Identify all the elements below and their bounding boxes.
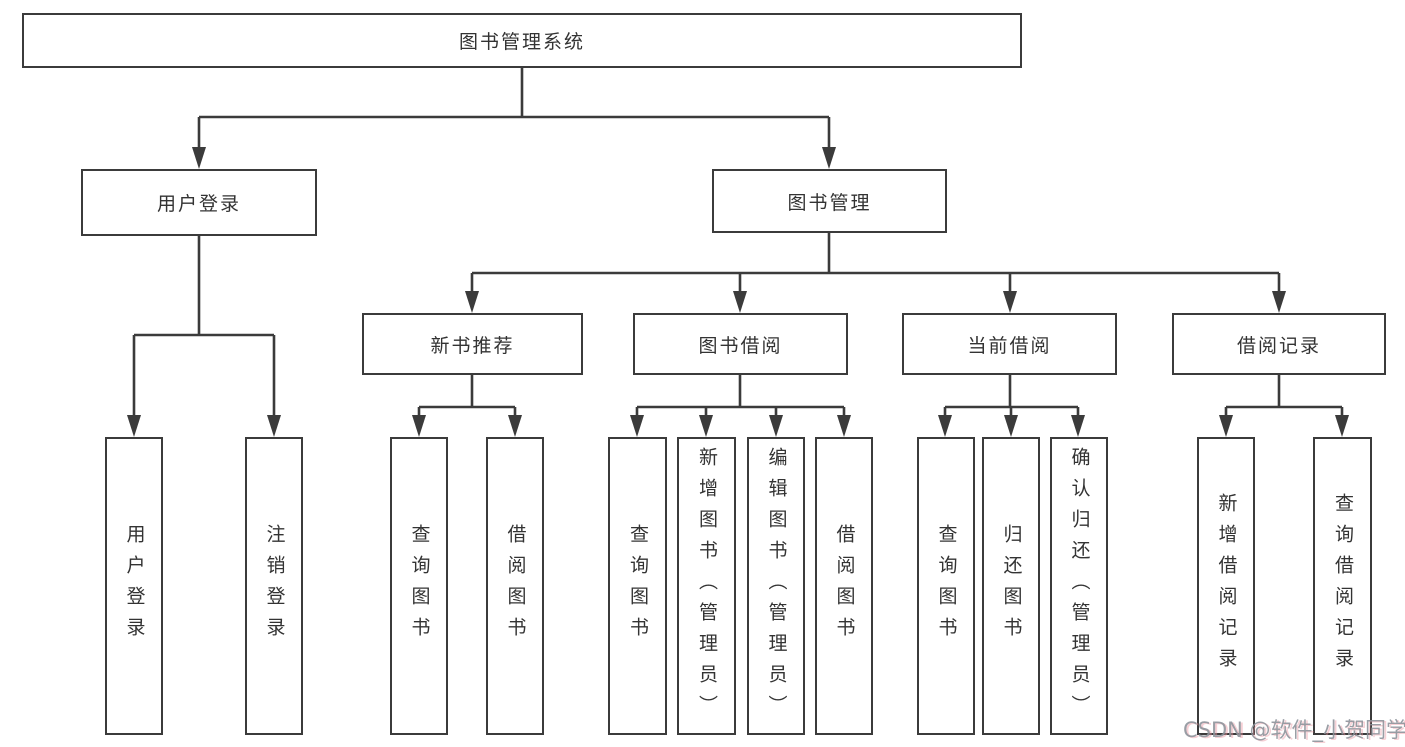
node-user-login: 用户登录	[81, 169, 317, 236]
connector-bookborrow-to-leaves	[630, 375, 851, 437]
leaf-borrow-books-recommend: 借阅图书	[486, 437, 544, 735]
leaf-user-login: 用户登录	[105, 437, 163, 735]
leaf-query-books-borrowing: 查询图书	[608, 437, 667, 735]
connector-bookmgmt-to-level3	[465, 233, 1286, 313]
leaf-edit-books-admin: 编辑图书（管理员）	[747, 437, 805, 735]
node-book-borrowing: 图书借阅	[633, 313, 848, 375]
connector-newbookrec-to-leaves	[412, 375, 522, 437]
leaf-add-borrowing-record: 新增借阅记录	[1197, 437, 1255, 735]
connector-currentborrow-to-leaves	[938, 375, 1085, 437]
connector-borrowrecords-to-leaves	[1219, 375, 1349, 437]
leaf-add-books-admin: 新增图书（管理员）	[677, 437, 736, 735]
leaf-query-borrowing-record: 查询借阅记录	[1313, 437, 1372, 735]
node-book-management: 图书管理	[712, 169, 947, 233]
leaf-query-books-recommend: 查询图书	[390, 437, 448, 735]
node-borrowing-records: 借阅记录	[1172, 313, 1386, 375]
node-new-book-recommendation: 新书推荐	[362, 313, 583, 375]
leaf-return-books: 归还图书	[982, 437, 1040, 735]
leaf-borrow-books-borrowing: 借阅图书	[815, 437, 873, 735]
connector-root-to-level2	[192, 68, 836, 169]
node-root-library-management-system: 图书管理系统	[22, 13, 1022, 68]
leaf-query-books-current: 查询图书	[917, 437, 975, 735]
csdn-watermark: CSDN @软件_小贺同学	[1183, 718, 1405, 742]
node-current-borrowing: 当前借阅	[902, 313, 1117, 375]
leaf-logout: 注销登录	[245, 437, 303, 735]
leaf-confirm-return-admin: 确认归还（管理员）	[1050, 437, 1108, 735]
connector-userlogin-to-leaves	[127, 236, 281, 437]
